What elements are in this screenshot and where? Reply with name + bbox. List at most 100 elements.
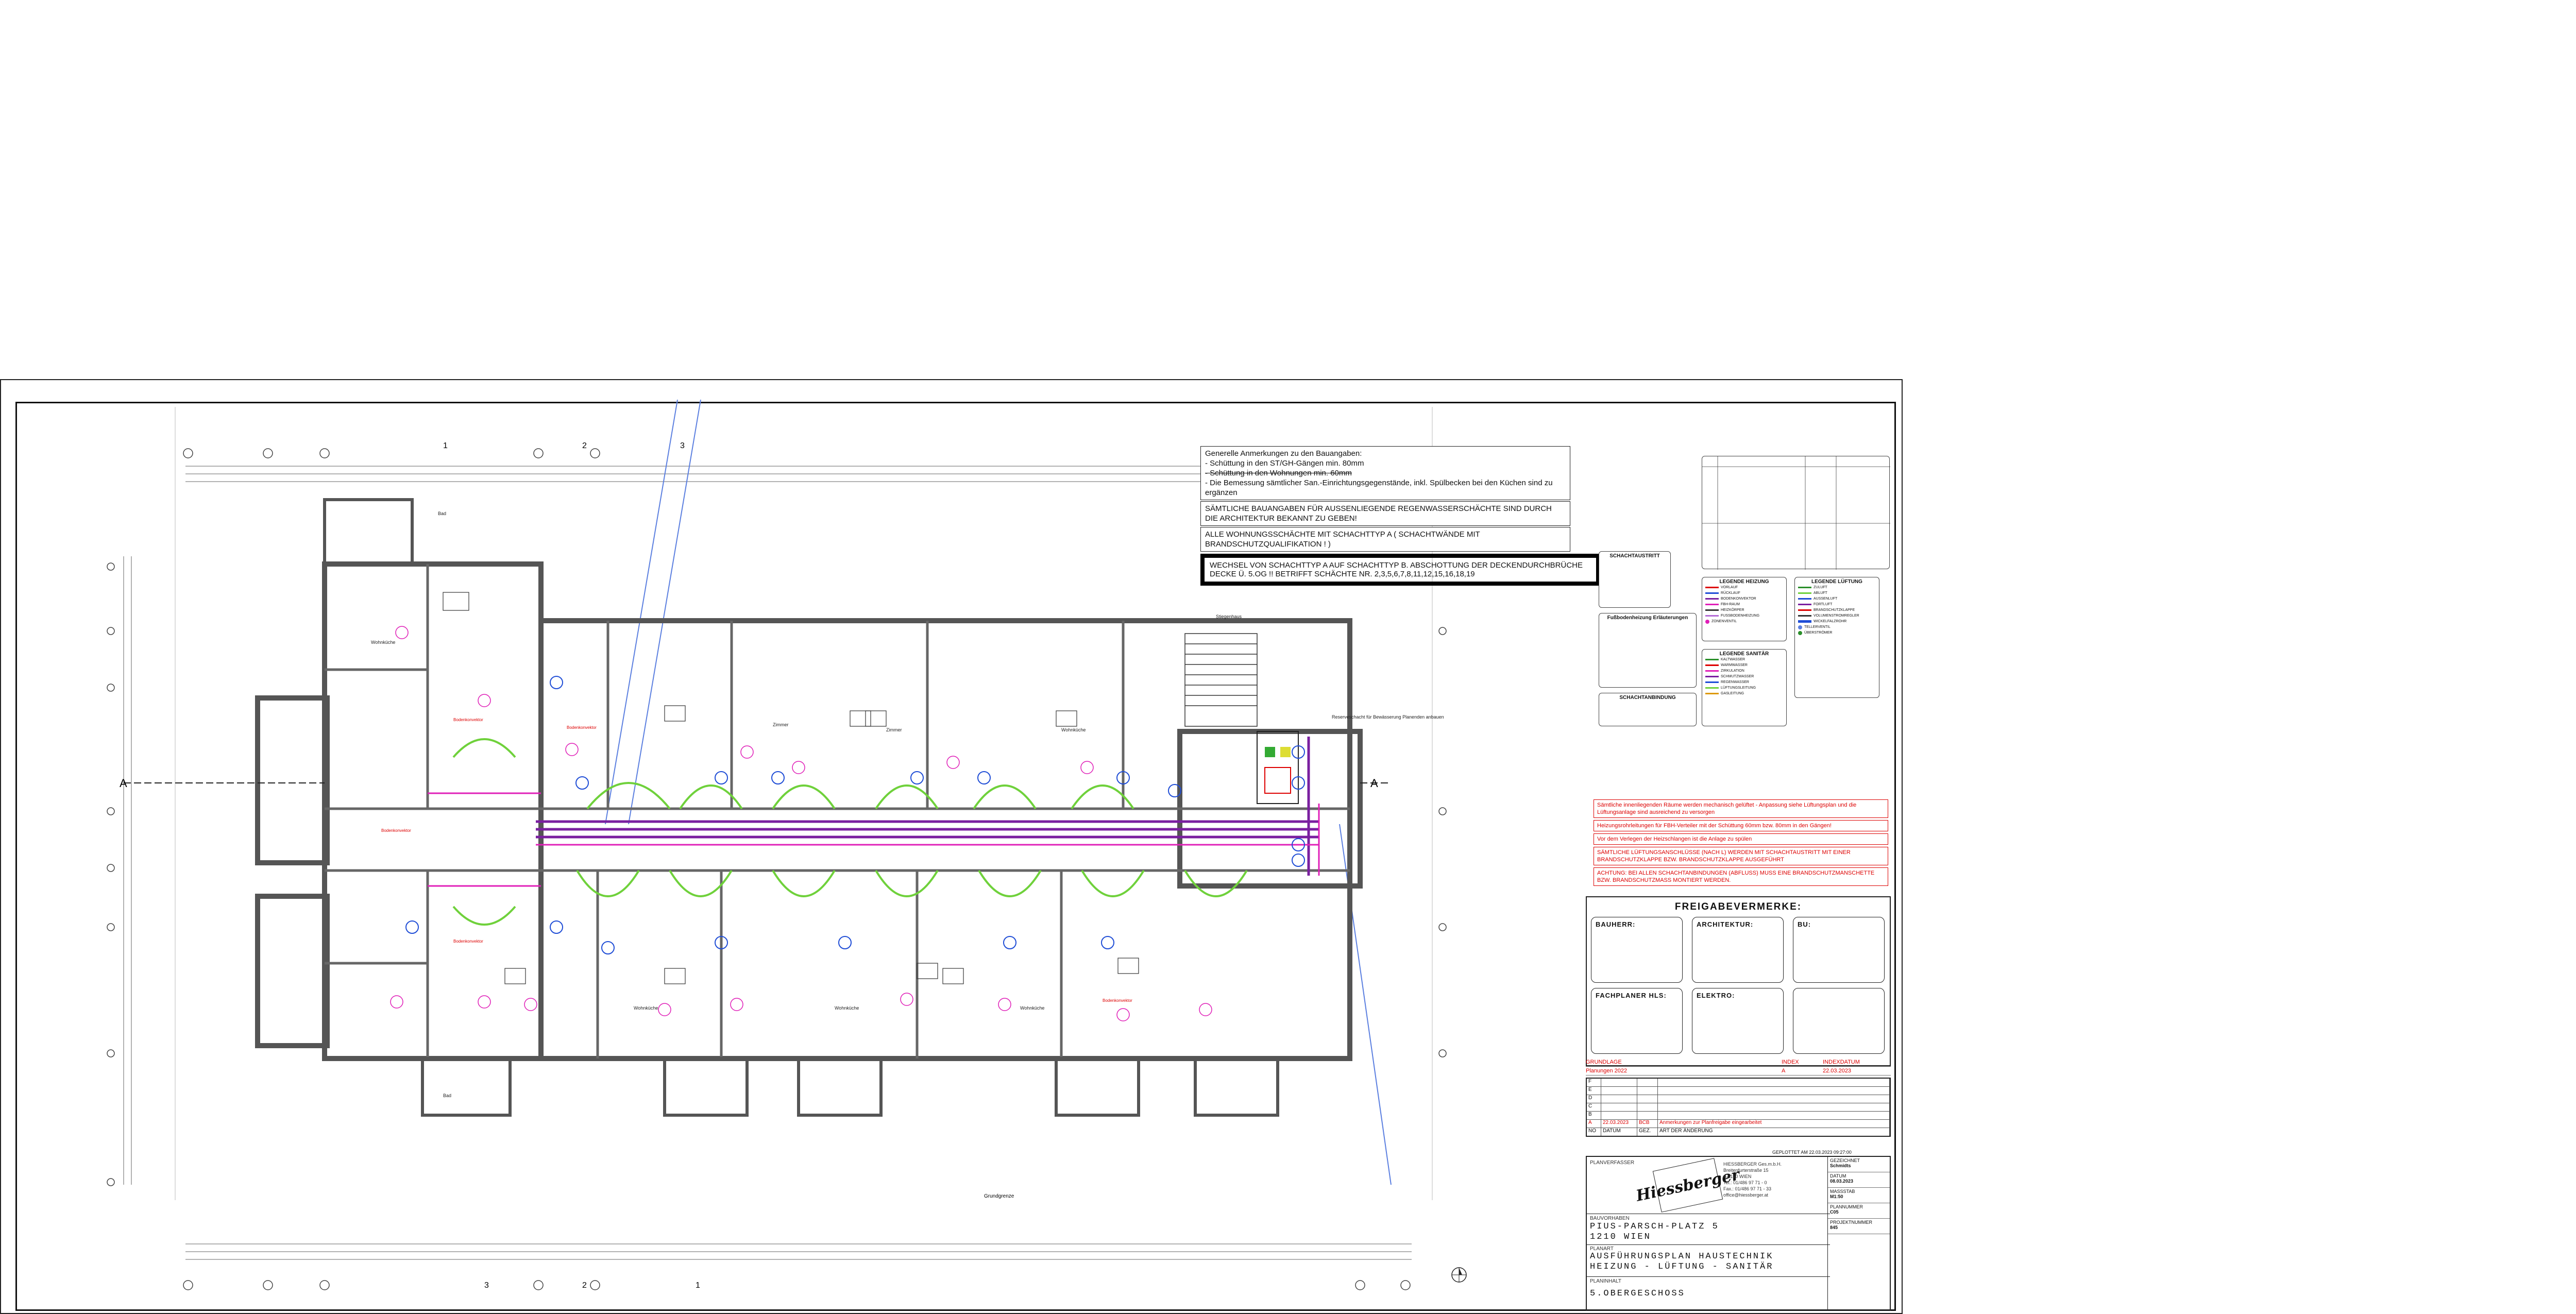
note-line: - Schüttung in den ST/GH-Gängen min. 80m… [1205, 459, 1364, 468]
legend-item: VORLAUF [1702, 585, 1786, 590]
warning-note: SÄMTLICHE LÜFTUNGSANSCHLÜSSE (NACH L) WE… [1594, 847, 1888, 865]
revision-row: D [1587, 1095, 1890, 1103]
planinhalt-label: PLANINHALT [1590, 1278, 1621, 1284]
approval-title: FREIGABEVERMERKE: [1674, 901, 1802, 912]
ventilation-lines [452, 738, 1248, 926]
room-label: Wohnküche [1061, 727, 1086, 732]
legend-heizung: LEGENDE HEIZUNG VORLAUF RÜCKLAUF BODENKO… [1702, 577, 1787, 641]
legend-sanitaer: LEGENDE SANITÄR KALTWASSER WARMWASSER ZI… [1702, 649, 1787, 726]
approval-section: FREIGABEVERMERKE: BAUHERR: ARCHITEKTUR: … [1586, 896, 1891, 1066]
index-label: INDEX [1782, 1059, 1799, 1065]
room-label: Wohnküche [371, 640, 395, 645]
warning-note: Sämtliche innenliegenden Räume werden me… [1594, 799, 1888, 818]
legend-item: ZIRKULATION [1702, 668, 1786, 674]
legend-item: LÜFTUNGSLEITUNG [1702, 685, 1786, 691]
legend-item: BRANDSCHUTZKLAPPE [1795, 607, 1879, 613]
grid-axes [107, 448, 1447, 1290]
red-note: Bodenkonvektor [381, 828, 411, 833]
approval-cell-fachplaner: FACHPLANER HLS: [1591, 988, 1683, 1054]
red-note: Bodenkonvektor [453, 718, 483, 722]
section-label-right: A [1370, 777, 1378, 790]
note-line: - Die Bemessung sämtlicher San.-Einricht… [1205, 479, 1553, 497]
warning-note: Heizungsrohrleitungen für FBH-Verteiler … [1594, 820, 1888, 831]
approval-cell-empty [1793, 988, 1885, 1054]
legend-panel: SCHACHTAUSTRITT Fußbodenheizung Erläuter… [1596, 456, 1890, 909]
schedule-table [1702, 456, 1890, 570]
warning-note: ACHTUNG: BEI ALLEN SCHACHTANBINDUNGEN (A… [1594, 867, 1888, 886]
red-note: Bodenkonvektor [567, 725, 597, 730]
legend-item: BODENKONVEKTOR [1702, 596, 1786, 602]
axis-label: 2 [582, 1281, 587, 1290]
planart-label: PLANART [1590, 1246, 1614, 1252]
legend-item: FORTLUFT [1795, 602, 1879, 607]
note-box-wechsel: WECHSEL VON SCHACHTTYP A AUF SCHACHTTYP … [1200, 554, 1600, 586]
red-note: Bodenkonvektor [453, 939, 483, 944]
legend-item: RÜCKLAUF [1702, 590, 1786, 596]
legend-title: Fußbodenheizung Erläuterungen [1607, 615, 1688, 621]
note-box-schachttyp: ALLE WOHNUNGSSCHÄCHTE MIT SCHACHTTYP A (… [1200, 527, 1570, 552]
plot-stamp: GEPLOTTET AM 22.03.2023 09:27:00 [1772, 1150, 1852, 1155]
red-note: Bodenkonvektor [1103, 998, 1132, 1003]
legend-item: WICKELFALZROHR [1795, 619, 1879, 624]
drawing-sheet [0, 379, 1903, 1314]
indexdatum-label: INDEXDATUM [1823, 1059, 1860, 1065]
approval-cell-bu: BU: [1793, 917, 1885, 983]
status-bar: GRUNDLAGE INDEX INDEXDATUM Planungen 202… [1586, 1058, 1891, 1076]
revision-row: C [1587, 1103, 1890, 1112]
legend-title: SCHACHTAUSTRITT [1609, 553, 1660, 559]
indexdatum-value: 22.03.2023 [1823, 1068, 1852, 1074]
room-label: Wohnküche [1020, 1005, 1044, 1011]
legend-item: AUSSENLUFT [1795, 596, 1879, 602]
planart-line1: AUSFÜHRUNGSPLAN HAUSTECHNIK [1590, 1252, 1774, 1261]
legend-item: GASLEITUNG [1702, 691, 1786, 696]
riser-markers [405, 676, 1305, 954]
legend-item: SCHMUTZWASSER [1702, 674, 1786, 679]
index-value: A [1782, 1068, 1786, 1074]
notes-heading: Generelle Anmerkungen zu den Bauangaben: [1205, 449, 1362, 458]
legend-title: LEGENDE LÜFTUNG [1811, 579, 1862, 585]
building-walls [255, 561, 1363, 1061]
legend-item: KALTWASSER [1702, 657, 1786, 662]
property-line-label: Grundgrenze [984, 1193, 1014, 1199]
revision-row: B [1587, 1112, 1890, 1120]
legend-title: LEGENDE HEIZUNG [1719, 579, 1769, 585]
grundlage-label: GRUNDLAGE [1586, 1059, 1622, 1065]
drawing-frame [15, 402, 1896, 1311]
warning-notes: Sämtliche innenliegenden Räume werden me… [1594, 799, 1888, 888]
room-label: Wohnküche [835, 1005, 859, 1011]
approval-cell-bauherr: BAUHERR: [1591, 917, 1683, 983]
axis-label: 1 [443, 441, 448, 450]
approval-cell-elektro: ELEKTRO: [1692, 988, 1784, 1054]
north-arrow-icon [1451, 1267, 1467, 1283]
axis-label: 2 [582, 441, 587, 450]
legend-item: WARMWASSER [1702, 662, 1786, 668]
room-label: Bad [438, 511, 446, 516]
axis-label: 3 [680, 441, 685, 450]
warning-note: Vor dem Verlegen der Heizschlangen ist d… [1594, 833, 1888, 845]
stairwell-label: Stiegenhaus [1216, 614, 1242, 619]
revision-row: F [1587, 1079, 1890, 1087]
revision-row: E [1587, 1087, 1890, 1095]
bauvorhaben-label: BAUVORHABEN [1590, 1216, 1630, 1221]
legend-item: ÜBERSTRÖMER [1795, 630, 1879, 636]
room-label: Bad [443, 1093, 451, 1098]
approval-cell-architektur: ARCHITEKTUR: [1692, 917, 1784, 983]
room-markers [390, 626, 1212, 1021]
heating-lines [536, 737, 1319, 876]
legend-item: ABLUFT [1795, 590, 1879, 596]
bauvorhaben-line2: 1210 WIEN [1590, 1232, 1651, 1242]
legend-title: SCHACHTANBINDUNG [1619, 695, 1676, 701]
room-label: Zimmer [886, 727, 902, 732]
axis-label: 3 [484, 1281, 489, 1290]
title-block: PLANVERFASSER Hiessberger HIESSBERGER Ge… [1586, 1156, 1891, 1310]
legend-item: TELLERVENTIL [1795, 624, 1879, 630]
planinhalt-value: 5.OBERGESCHOSS [1590, 1289, 1685, 1299]
